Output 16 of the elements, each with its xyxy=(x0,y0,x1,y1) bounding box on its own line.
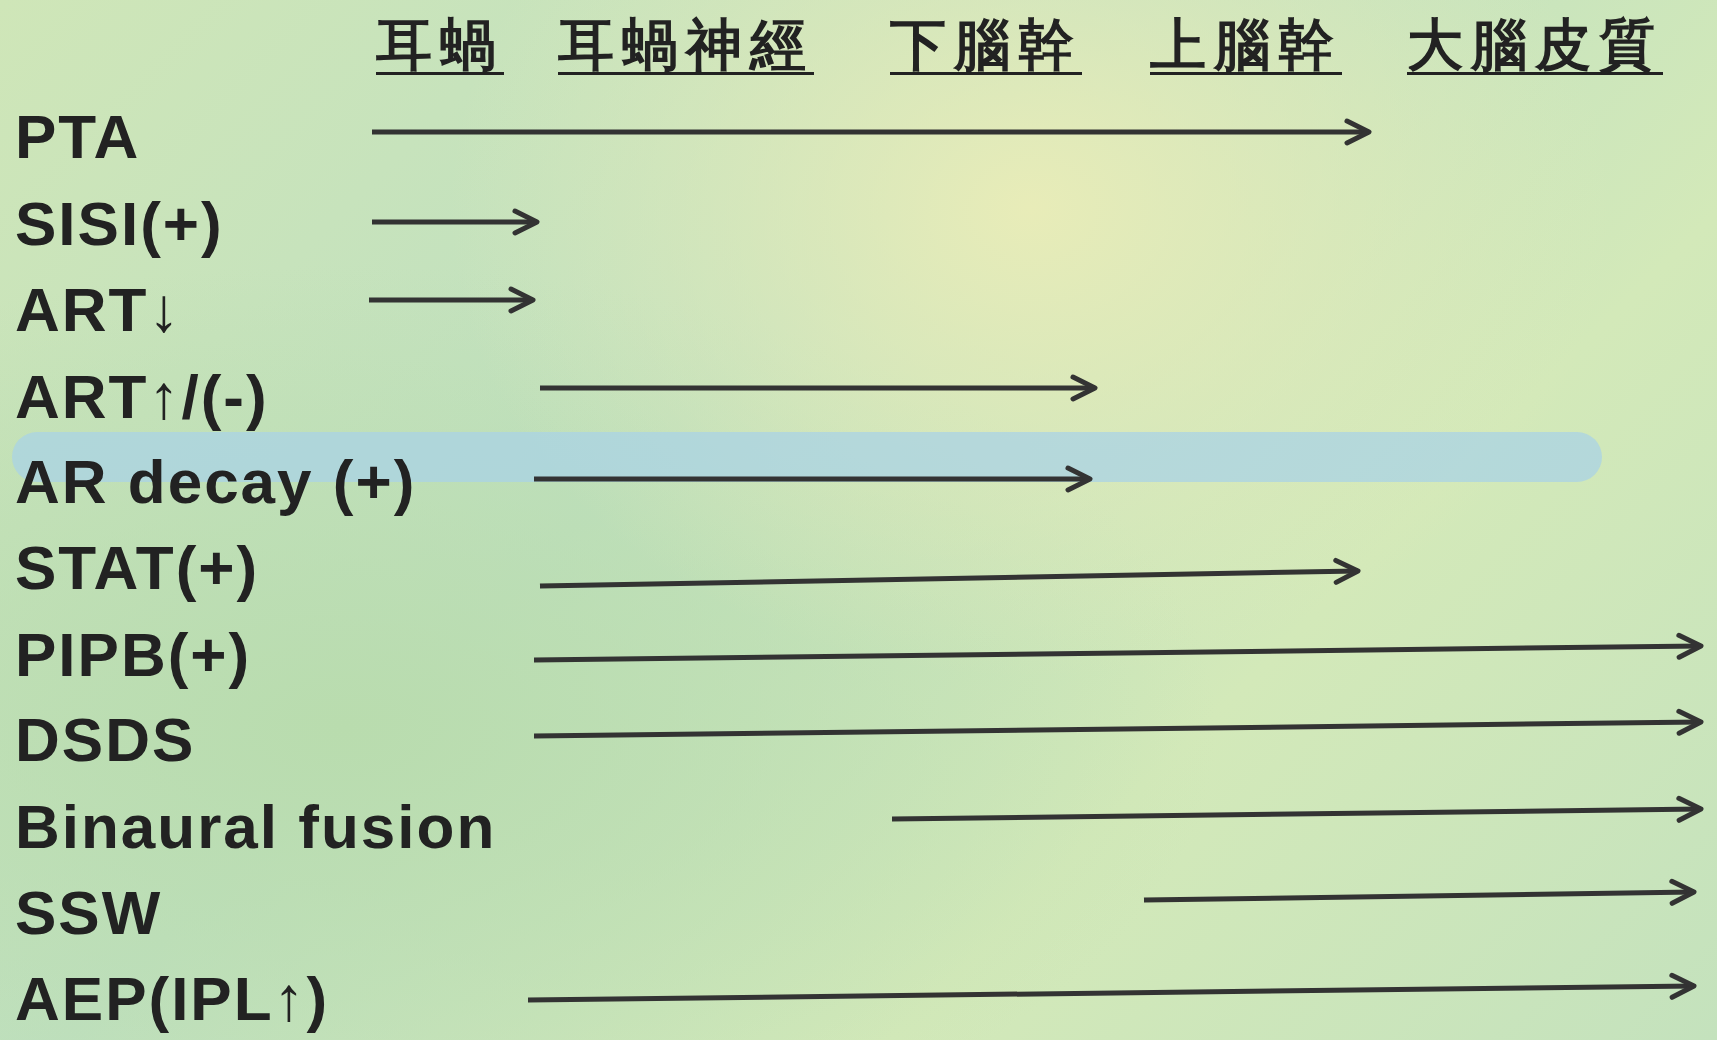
test-label: AEP(IPL↑) xyxy=(15,964,330,1034)
test-label: SISI(+) xyxy=(15,189,224,259)
column-heading: 下腦幹 xyxy=(890,10,1082,79)
column-heading: 大腦皮質 xyxy=(1407,10,1663,79)
test-label: Binaural fusion xyxy=(15,792,497,862)
test-label: DSDS xyxy=(15,705,196,775)
column-heading: 上腦幹 xyxy=(1150,10,1342,79)
test-label: STAT(+) xyxy=(15,533,260,603)
test-label: ART↓ xyxy=(15,275,182,345)
column-heading: 耳蝸 xyxy=(376,10,504,79)
column-heading: 耳蝸神經 xyxy=(558,10,814,79)
test-label: PTA xyxy=(15,102,141,172)
test-label: SSW xyxy=(15,878,163,948)
test-label: AR decay (+) xyxy=(15,447,417,517)
test-label: PIPB(+) xyxy=(15,620,252,690)
test-label: ART↑/(-) xyxy=(15,362,269,432)
